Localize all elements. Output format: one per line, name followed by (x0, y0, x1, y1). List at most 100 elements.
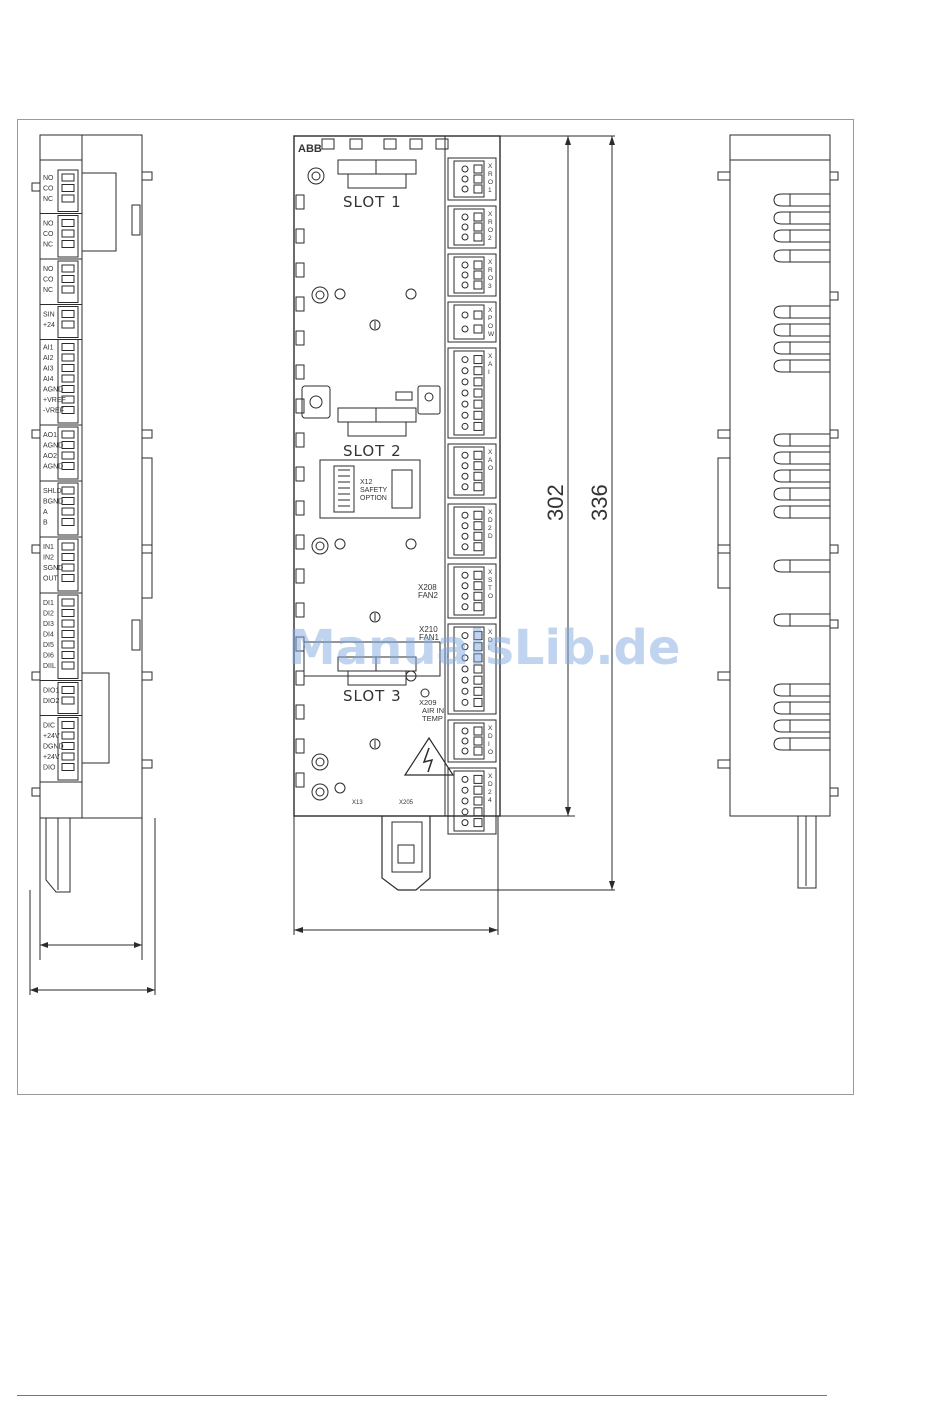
left-terminal-label: DI5 (43, 642, 54, 649)
terminal-clamp (473, 471, 483, 481)
terminal-label-letter: X (488, 307, 493, 314)
terminal-clamp (473, 591, 483, 601)
terminal-label-letter: 4 (488, 797, 492, 804)
terminal-clamp (473, 686, 483, 696)
terminal-clamp (473, 510, 483, 520)
right-terminal-clamp (773, 701, 830, 715)
terminal-screw (461, 532, 469, 540)
terminal-clamp (473, 399, 483, 409)
slot-header-body (347, 670, 407, 686)
board-top-stub (349, 138, 363, 150)
terminal-clamp (473, 664, 483, 674)
terminal-label-letter: R (488, 219, 493, 226)
terminal-clamp (473, 310, 483, 320)
right-terminal-clamp (773, 249, 830, 263)
terminal-label-letter: I (488, 645, 490, 652)
terminal-clamp (473, 697, 483, 707)
left-terminal-screw (61, 563, 75, 572)
left-terminal-label: +24V (43, 754, 60, 761)
board-component (417, 385, 441, 415)
left-memory-stick (45, 818, 71, 893)
terminal-block-body (453, 566, 485, 616)
board-screw (311, 753, 329, 771)
right-terminal-clamp (773, 719, 830, 733)
right-terminal-clamp (773, 613, 830, 627)
left-terminal-label: CO (43, 277, 54, 284)
left-mount-tab (141, 544, 153, 554)
board-screw (311, 537, 329, 555)
left-mount-tab (141, 171, 153, 181)
right-terminal-clamp (773, 341, 830, 355)
terminal-screw (461, 185, 469, 193)
left-terminal-screw (61, 542, 75, 551)
left-terminal-label: NO (43, 221, 54, 228)
terminal-screw (461, 665, 469, 673)
left-terminal-label: AGND (43, 464, 63, 471)
left-terminal-screw (61, 343, 75, 351)
terminal-clamp (473, 410, 483, 420)
left-mount-tab (31, 182, 41, 192)
left-mount-tab (141, 759, 153, 769)
terminal-screw (461, 175, 469, 183)
terminal-screw (461, 356, 469, 364)
right-mount-tab (829, 291, 839, 301)
left-terminal-screw (61, 395, 75, 404)
terminal-screw (461, 786, 469, 794)
terminal-label-letter: W (488, 331, 495, 338)
left-terminal-block (57, 215, 79, 258)
left-side-recess-lower (81, 672, 110, 764)
left-terminal-screw (61, 462, 75, 470)
terminal-clamp (473, 746, 483, 756)
dimension-336: 336 (587, 484, 612, 521)
terminal-label-letter: X (488, 629, 493, 636)
board-edge-clip (295, 398, 305, 414)
left-terminal-label: DI1 (43, 600, 54, 607)
terminal-clamp (473, 774, 483, 784)
terminal-clamp (473, 602, 483, 612)
left-terminal-screw (61, 353, 75, 362)
safety-module-latch (391, 469, 413, 509)
left-terminal-block (57, 682, 79, 714)
left-terminal-screw (61, 285, 75, 294)
terminal-clamp (473, 164, 483, 174)
right-mount-tab (829, 619, 839, 629)
board-component-small (395, 391, 413, 401)
memory-unit-body (391, 821, 423, 873)
left-terminal-screw (61, 598, 75, 607)
left-terminal-screw (61, 264, 75, 273)
right-terminal-clamp (773, 323, 830, 337)
terminal-label-letter: D (488, 533, 493, 540)
left-mount-tab (31, 787, 41, 797)
terminal-block-xro1 (447, 157, 497, 201)
slot-2-label: SLOT 2 (343, 442, 402, 460)
left-terminal-label: DIO2 (43, 698, 59, 705)
terminal-label-letter: D (488, 517, 493, 524)
temp-connector-id: X209 (419, 698, 437, 707)
left-terminal-screw (61, 574, 75, 582)
terminal-screw (461, 571, 469, 579)
right-terminal-clamp (773, 359, 830, 373)
left-terminal-screw (61, 553, 75, 561)
terminal-block-xro2 (447, 205, 497, 249)
left-terminal-label: CO (43, 186, 54, 193)
board-component (301, 385, 331, 419)
right-memory-stick (797, 815, 817, 889)
terminal-clamp (473, 726, 483, 736)
left-terminal-screw (61, 310, 75, 318)
terminal-screw (461, 543, 469, 551)
terminal-label-letter: I (488, 369, 490, 376)
left-terminal-screw (61, 731, 75, 740)
left-side-latch (141, 457, 153, 599)
left-terminal-screw (61, 275, 75, 283)
left-terminal-screw (61, 721, 75, 729)
terminal-clamp (473, 521, 483, 531)
left-terminal-block (57, 306, 79, 338)
safety-option-frame (319, 459, 421, 519)
temp-connector-line1: AIR IN (422, 706, 444, 715)
memory-unit-chip (397, 844, 415, 864)
terminal-screw (461, 233, 469, 241)
terminal-clamp (473, 280, 483, 290)
terminal-clamp (473, 174, 483, 184)
left-terminal-label: DIO1 (43, 688, 59, 695)
left-terminal-label: AO2 (43, 453, 57, 460)
